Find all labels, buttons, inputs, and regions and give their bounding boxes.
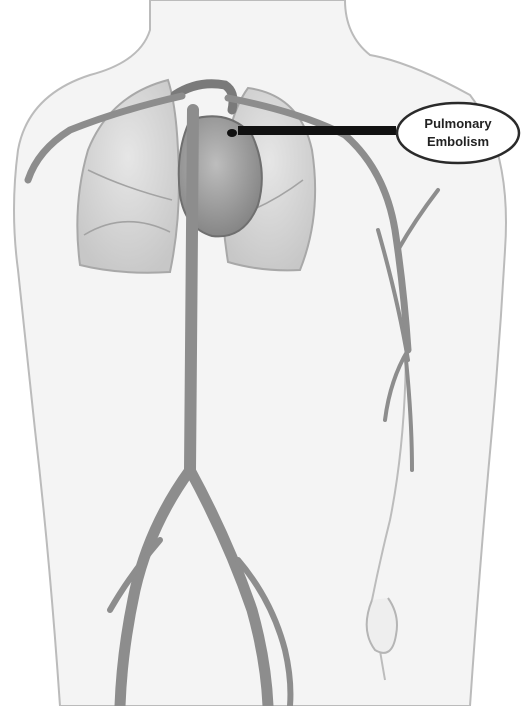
pointer-line (238, 126, 396, 135)
label-line-1: Pulmonary (424, 115, 491, 133)
label-line-2: Embolism (427, 133, 489, 151)
embolism-label: Pulmonary Embolism (396, 103, 520, 163)
embolism-clot (227, 129, 237, 137)
hand-outline (367, 598, 397, 653)
